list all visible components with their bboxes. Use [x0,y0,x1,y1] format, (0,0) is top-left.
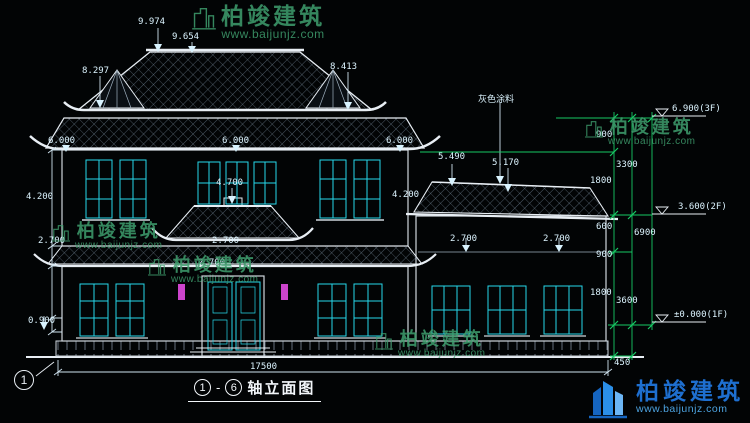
dim-sill-left: 0.900 [28,316,56,326]
dim-ridge-right: 8.413 [330,62,358,72]
chain-seg-450: 450 [614,358,631,368]
dim-floor2-left: 4.200 [26,192,54,202]
chain-seg-600: 600 [596,222,613,232]
chain-total-6900: 6900 [634,228,656,238]
level-3f: 6.900(3F) [672,104,721,114]
chain-seg-1800a: 1800 [590,176,612,186]
level-1f: ±0.000(1F) [674,310,729,320]
dim-ridge-left: 8.297 [82,66,110,76]
dim-annex-band-left: 2.700 [450,234,478,244]
chain-sum-3300: 3300 [616,160,638,170]
logo-building-icon [589,381,627,419]
dim-top-9654: 9.654 [172,32,200,42]
axis-circle-start: 1 [194,379,211,396]
grid-bubble-1: 1 [14,370,34,390]
brand-logo: 柏竣建筑 www.baijunjz.com [587,375,744,419]
dim-eave-right: 6.000 [386,136,414,146]
drawing-title: 1 - 6 轴立面图 [188,377,322,402]
dim-annex-band-right: 2.700 [543,234,571,244]
chain-seg-900a: 900 [596,130,613,140]
dim-band-left: 2.700 [38,236,66,246]
logo-brand: 柏竣建筑 [636,377,744,404]
dim-total-width: 17500 [250,362,278,372]
dim-top-9974: 9.974 [138,17,166,27]
axis-circle-end: 6 [225,379,243,396]
level-2f: 3.600(2F) [678,202,727,212]
dim-floor2-right: 4.200 [392,190,420,200]
dim-eave-left: 6.000 [48,136,76,146]
dim-annex-roof-left: 5.490 [438,152,466,162]
dim-band-center: 2.700 [212,236,240,246]
chain-seg-900b: 900 [596,250,613,260]
dim-mid-center: 4.700 [216,178,244,188]
dim-annex-roof-right: 5.170 [492,158,520,168]
chain-sum-3600: 3600 [616,296,638,306]
dim-eave-center: 6.000 [222,136,250,146]
paint-note: 灰色涂料 [478,94,515,104]
axis-separator: - [216,380,221,395]
logo-url: www.baijunjz.com [636,402,728,415]
drawing-title-text: 轴立面图 [247,380,316,397]
chain-seg-1800b: 1800 [590,288,612,298]
dim-band-center2: 2.700 [198,258,226,268]
